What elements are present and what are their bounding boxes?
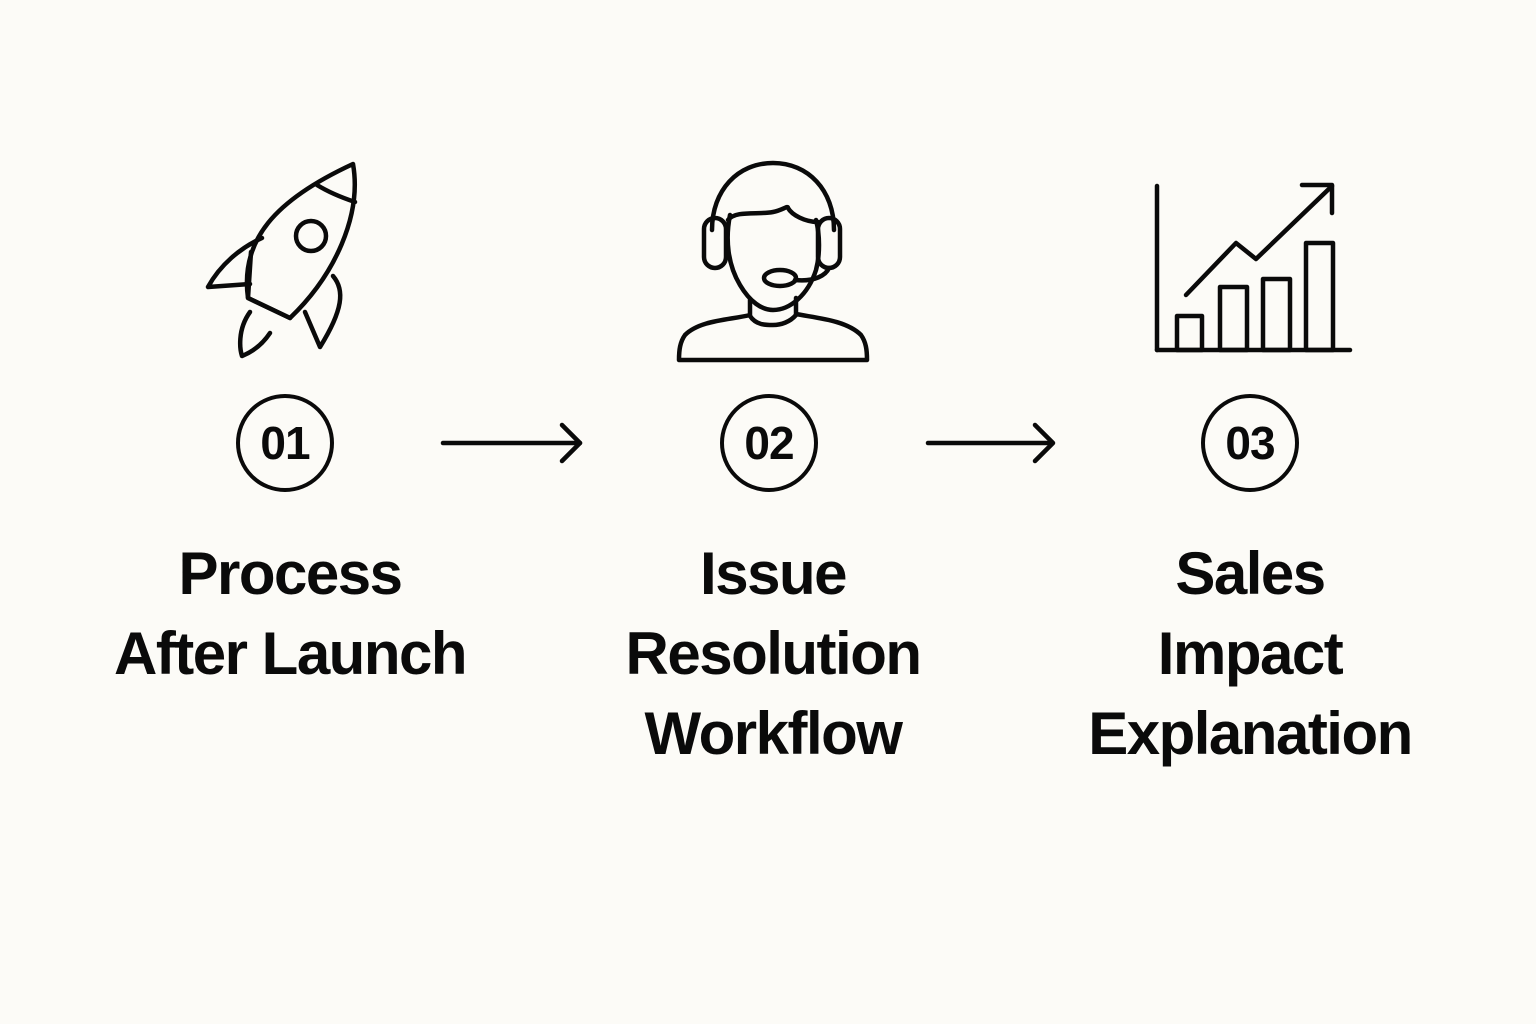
step-number-badge: 01 — [236, 394, 334, 492]
step-title: Issue Resolution Workflow — [625, 540, 923, 767]
step-number: 03 — [1225, 417, 1275, 469]
customer-support-headset-icon — [675, 160, 875, 365]
step-title: Sales Impact Explanation — [1088, 540, 1413, 767]
rocket-icon — [205, 160, 360, 360]
step-number-badge: 02 — [720, 394, 818, 492]
arrow-right-icon — [925, 421, 1071, 465]
step-number: 01 — [260, 417, 310, 469]
growth-bar-chart-icon — [1150, 180, 1355, 355]
arrow-right-icon — [440, 421, 586, 465]
step-number-badge: 03 — [1201, 394, 1299, 492]
step-number: 02 — [744, 417, 794, 469]
step-title: Process After Launch — [113, 540, 468, 687]
